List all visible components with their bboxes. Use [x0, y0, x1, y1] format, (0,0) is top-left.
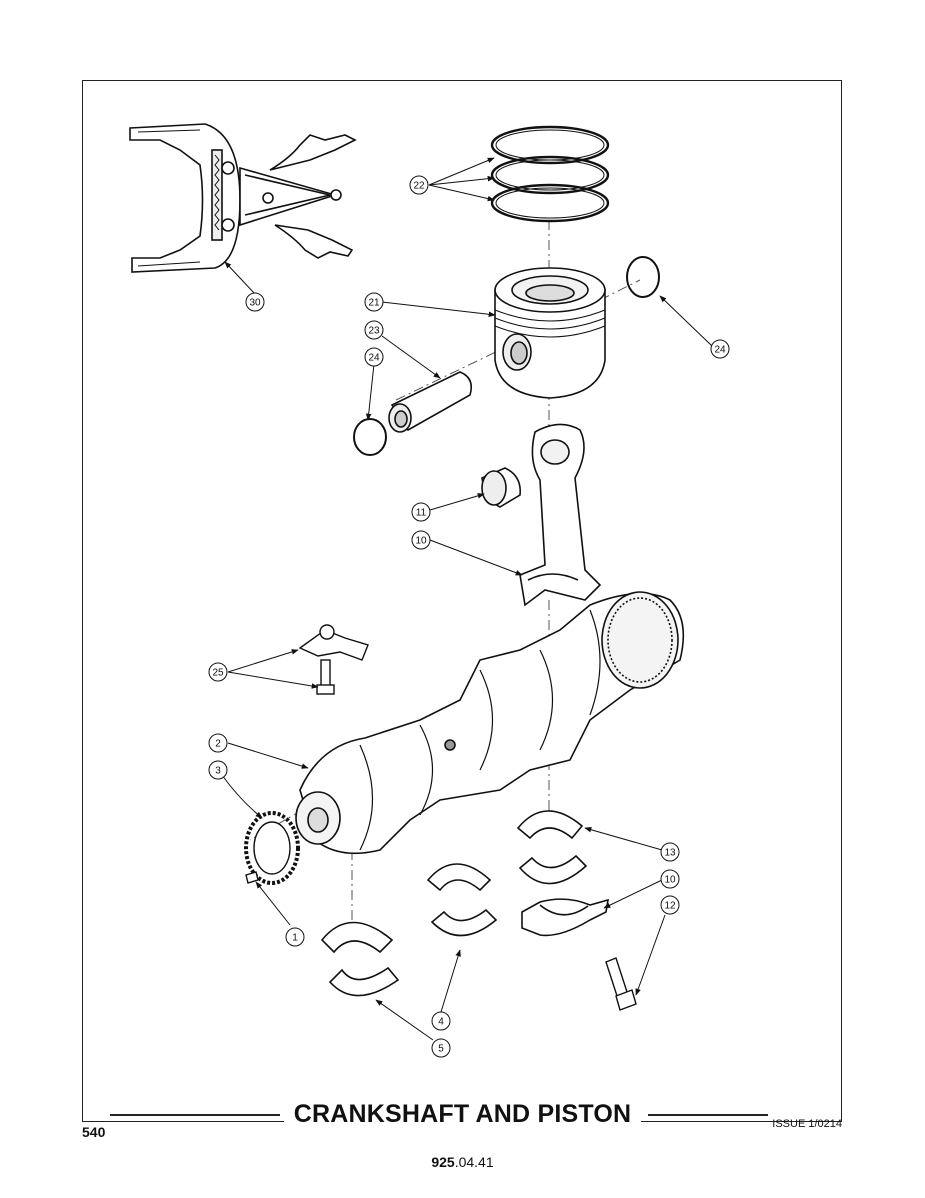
callout-c11: 11 [411, 502, 431, 522]
callout-c5: 5 [431, 1038, 451, 1058]
crankshaft [295, 591, 685, 855]
callout-circle [411, 502, 431, 522]
callout-c22: 22 [409, 175, 429, 195]
callout-c30: 30 [245, 292, 265, 312]
callout-c1: 1 [285, 927, 305, 947]
thrust-bearing-shells [426, 863, 498, 937]
piston-rings [490, 125, 610, 223]
crank-gear [244, 811, 300, 885]
callout-label: 25 [212, 668, 224, 679]
main-bearing-shells-front [320, 921, 400, 997]
callout-circle [208, 760, 228, 780]
callout-c2: 2 [208, 733, 228, 753]
callout-circle [660, 895, 680, 915]
callout-c25: 25 [208, 662, 228, 682]
oil-jet [298, 624, 369, 661]
callout-label: 5 [438, 1044, 444, 1055]
callout-label: 12 [664, 901, 676, 912]
callout-label: 24 [368, 353, 380, 364]
callout-c24b: 24 [710, 339, 730, 359]
callout-label: 10 [664, 875, 676, 886]
callout-label: 23 [368, 326, 380, 337]
callout-label: 30 [249, 298, 261, 309]
callout-c3: 3 [208, 760, 228, 780]
callout-c10a: 10 [411, 530, 431, 550]
circlip-right [626, 256, 660, 298]
callout-circle [660, 842, 680, 862]
small-end-bush [481, 467, 522, 508]
callout-circle [411, 530, 431, 550]
callout-circle [208, 662, 228, 682]
callout-c23: 23 [364, 320, 384, 340]
page-title: CRANKSHAFT AND PISTON [0, 1100, 925, 1129]
callout-label: 10 [415, 536, 427, 547]
connecting-rod [519, 423, 602, 607]
circlip-left [353, 418, 387, 456]
callout-label: 24 [714, 345, 726, 356]
callout-label: 13 [664, 848, 676, 859]
callout-label: 2 [215, 739, 221, 750]
issue-label: ISSUE 1/0214 [772, 1118, 842, 1130]
leader-lines [221, 157, 713, 1041]
callout-circle [364, 347, 384, 367]
callout-c4: 4 [431, 1011, 451, 1031]
callout-c13: 13 [660, 842, 680, 862]
oil-jet-bolt [316, 659, 335, 695]
callout-circle [409, 175, 429, 195]
callout-label: 1 [292, 933, 298, 944]
page-number: 540 [82, 1124, 106, 1140]
big-end-bearing-shells [516, 810, 588, 885]
callout-circle [285, 927, 305, 947]
callout-c12: 12 [660, 895, 680, 915]
document-code: 925.04.41 [0, 1154, 925, 1170]
ring-compressor-tool [129, 123, 357, 273]
page-title-text: CRANKSHAFT AND PISTON [283, 1100, 642, 1128]
callout-label: 3 [215, 766, 221, 777]
title-rule-left [110, 1114, 280, 1116]
rod-bolt [605, 957, 637, 1011]
callout-circle [710, 339, 730, 359]
dowel-pin [245, 871, 259, 884]
callout-circle [364, 292, 384, 312]
document-code-rest: .04.41 [454, 1154, 494, 1170]
callout-circle [660, 869, 680, 889]
piston [494, 267, 606, 399]
callout-circle [431, 1011, 451, 1031]
connecting-rod-cap [521, 898, 609, 937]
callout-circle [208, 733, 228, 753]
callout-circle [364, 320, 384, 340]
callout-c24a: 24 [364, 347, 384, 367]
document-code-bold: 925 [431, 1154, 455, 1170]
callout-circle [431, 1038, 451, 1058]
title-rule-right [648, 1114, 768, 1116]
callout-label: 22 [413, 181, 425, 192]
gudgeon-pin [388, 371, 473, 433]
callout-label: 4 [438, 1017, 444, 1028]
callout-c10b: 10 [660, 869, 680, 889]
callout-circle [245, 292, 265, 312]
callout-label: 21 [368, 298, 380, 309]
callout-label: 11 [416, 508, 427, 519]
callout-c21: 21 [364, 292, 384, 312]
